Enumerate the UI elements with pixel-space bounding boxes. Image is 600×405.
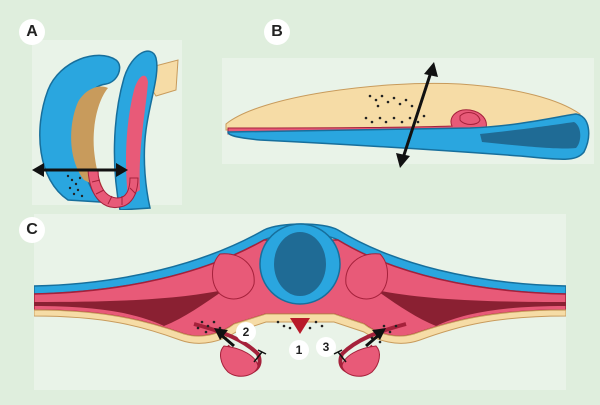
panel-c-markers-t: [253, 349, 347, 363]
panel-b-mesoderm: [227, 109, 487, 135]
panel-c-arrow-3: [365, 328, 386, 348]
panel-c-label: C: [19, 217, 45, 243]
panel-a-label: A: [19, 19, 45, 45]
panel-a-mesoderm: [126, 75, 148, 198]
marker-2: 2: [236, 322, 256, 342]
panel-a-somite-lines: [91, 179, 137, 205]
panel-c-cross-section-diagram: [34, 223, 566, 377]
panel-b-double-arrow: [396, 62, 438, 168]
panel-a-somites: [87, 169, 139, 208]
panel-c-fold-left-fill: [220, 345, 259, 377]
panel-b-label: B: [264, 19, 290, 45]
panel-b-embryo-diagram: [225, 62, 590, 168]
panel-c-endoderm: [34, 309, 566, 344]
panel-c-notochord: [290, 318, 310, 334]
marker-1: 1: [289, 340, 309, 360]
panel-b-node: [459, 112, 481, 125]
panel-a-embryo-diagram: [32, 50, 179, 210]
panel-c-fold-right-fill: [341, 345, 380, 377]
panel-b-cells: [364, 94, 426, 124]
panel-b-neural-tube: [480, 122, 581, 149]
panel-c-coelom-left: [34, 290, 224, 326]
panel-c-somite-right: [345, 253, 388, 300]
panel-c-arrow-2: [214, 328, 235, 348]
panel-c-somite-left: [212, 253, 255, 300]
marker-3: 3: [316, 337, 336, 357]
panel-a-inner-layer: [71, 86, 108, 190]
panel-c-neural-tube-lumen: [274, 232, 326, 296]
panel-a-neural-crest-cells: [66, 174, 84, 198]
panel-b-ectoderm: [227, 113, 590, 161]
panel-a-double-arrow: [32, 163, 128, 177]
panel-c-coelom-right: [376, 290, 566, 326]
